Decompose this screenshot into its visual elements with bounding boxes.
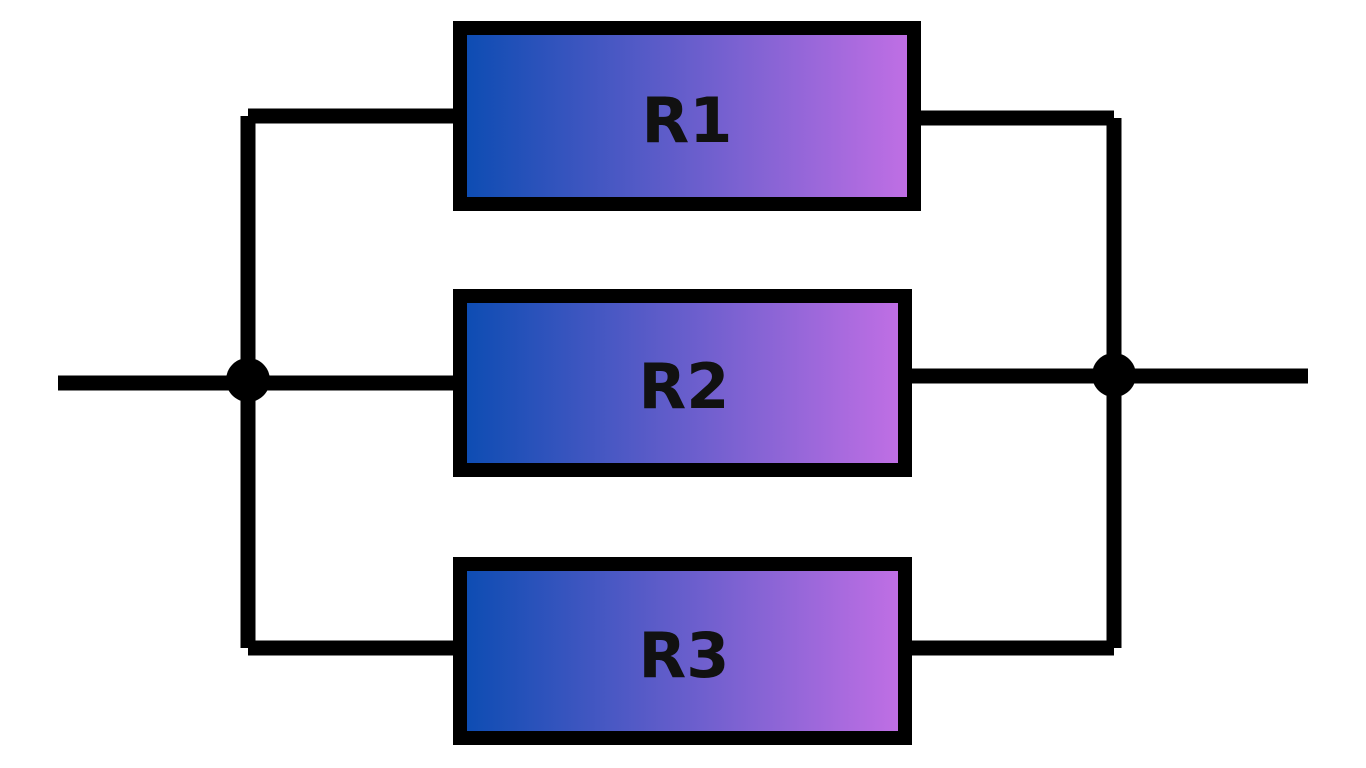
- resistor-r1-label: R1: [642, 84, 733, 157]
- resistor-r3-body: [453, 557, 912, 745]
- resistor-r1-body: [453, 21, 921, 211]
- resistor-r2-label: R2: [639, 350, 730, 423]
- resistor-r3-label: R3: [639, 619, 730, 692]
- left-junction-node: [226, 358, 270, 402]
- resistor-r1: R1: [453, 21, 921, 211]
- resistor-r2-body: [453, 289, 912, 477]
- right-junction-node: [1092, 353, 1136, 397]
- resistor-r3: R3: [453, 557, 912, 745]
- resistor-r2: R2: [453, 289, 912, 477]
